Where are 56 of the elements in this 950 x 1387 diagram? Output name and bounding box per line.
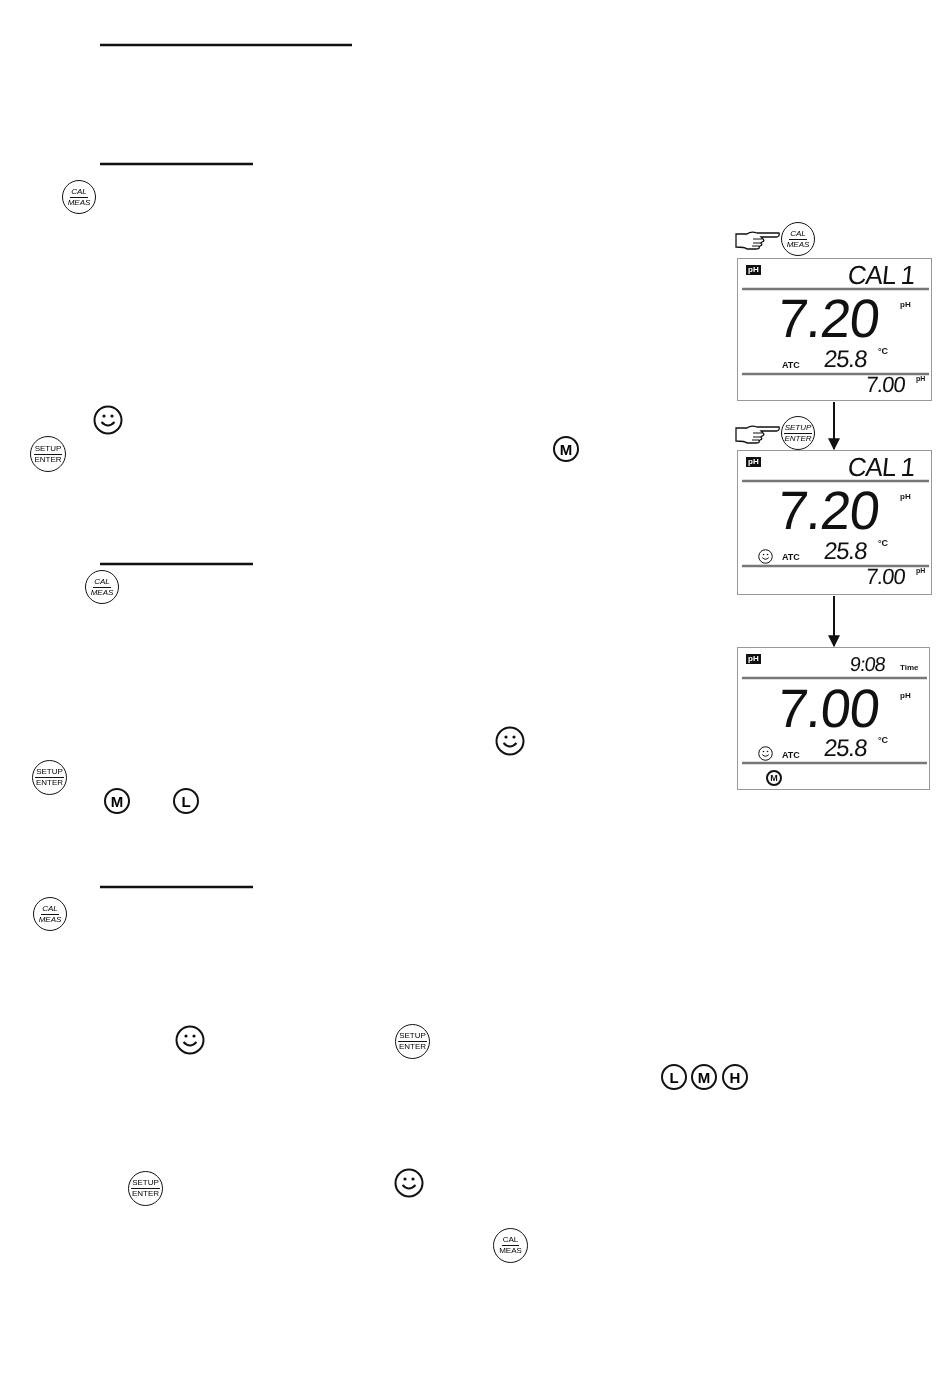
unit-label: pH: [900, 301, 911, 309]
arrow: [828, 401, 840, 451]
key-label: MEAS: [499, 1247, 522, 1255]
lcd-reading: 7.20: [775, 483, 882, 537]
mode-badge: pH: [746, 654, 761, 664]
lcd-reading: 7.00: [864, 374, 906, 396]
key-label: SETUP: [33, 444, 63, 455]
unit-label: °C: [878, 539, 889, 548]
unit-label: ATC: [782, 553, 800, 562]
lcd-reading: 7.20: [775, 291, 882, 345]
mode-badge: pH: [746, 265, 761, 275]
lcd-display: [737, 450, 932, 595]
lcd-reading: CAL 1: [846, 454, 916, 480]
key-label: MEAS: [38, 915, 62, 924]
key-label: SETUP: [35, 768, 64, 778]
lcd-reading: 7.00: [775, 681, 882, 735]
unit-label: pH: [900, 692, 911, 700]
lcd-reading: 7.00: [864, 566, 906, 588]
key-label: MEAS: [67, 198, 91, 207]
lcd-reading: 9:08: [848, 654, 886, 674]
key-label: CAL: [789, 229, 807, 240]
key-label: SETUP: [131, 1179, 160, 1189]
key-label: MEAS: [90, 588, 114, 597]
unit-label: °C: [878, 347, 889, 356]
key-label: ENTER: [398, 1043, 427, 1051]
key-label: CAL: [41, 904, 59, 915]
lcd-reading: CAL 1: [846, 262, 916, 288]
key-label: CAL: [93, 577, 111, 588]
key-label: SETUP: [398, 1032, 427, 1042]
lcd-display: [737, 258, 932, 401]
unit-label: ATC: [782, 751, 800, 760]
key-label: ENTER: [784, 434, 812, 443]
unit-label: pH: [900, 493, 911, 501]
unit-label: °C: [878, 736, 889, 745]
mode-indicator: M: [691, 1064, 717, 1090]
key-label: SETUP: [783, 423, 813, 434]
key-label: CAL: [501, 1236, 520, 1246]
lcd-reading: 25.8: [822, 736, 868, 760]
mode-indicator: M: [766, 770, 782, 786]
mode-badge: pH: [746, 457, 761, 467]
key-label: ENTER: [34, 455, 62, 464]
mode-indicator: H: [722, 1064, 748, 1090]
mode-indicator: M: [553, 436, 579, 462]
key-label: CAL: [70, 187, 88, 198]
key-label: ENTER: [35, 779, 64, 787]
arrow: [828, 595, 840, 648]
key-label: MEAS: [786, 240, 810, 249]
lcd-reading: 25.8: [822, 347, 868, 371]
unit-label: Time: [900, 664, 919, 672]
mode-indicator: L: [661, 1064, 687, 1090]
unit-label: ATC: [782, 361, 800, 370]
mode-indicator: L: [173, 788, 199, 814]
lcd-display: [737, 647, 930, 790]
lcd-reading: 25.8: [822, 539, 868, 563]
mode-indicator: M: [104, 788, 130, 814]
key-label: ENTER: [131, 1190, 160, 1198]
